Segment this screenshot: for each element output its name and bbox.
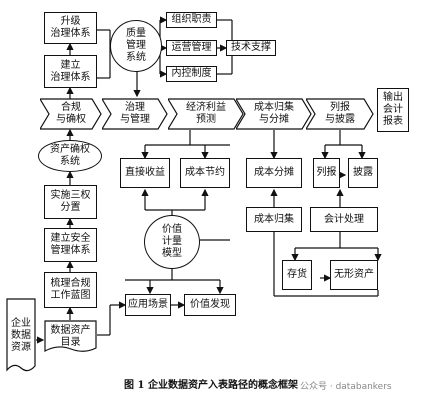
org-duty-box: 组织职责: [166, 12, 217, 28]
watermark: 公众号 · databankers: [300, 382, 392, 392]
ops-mgmt-box: 运营管理: [166, 40, 217, 56]
output-statement-box: 输出 会计 报表: [377, 88, 409, 132]
quality-mgmt-circle: 质量 管理 系统: [110, 20, 162, 72]
governance-chevron: 治理 与管理: [102, 98, 168, 130]
tech-support-box: 技术支撑: [226, 40, 276, 56]
enterprise-resource-doc: 企业 数据 资源: [6, 298, 36, 374]
compliance-label: 合规 与确权: [56, 102, 86, 125]
direct-income-box: 直接收益: [120, 158, 170, 188]
report-disclose-label: 列报 与披露: [325, 102, 355, 125]
econ-benefit-chevron: 经济利益 预测: [168, 98, 244, 130]
upgrade-governance-box: 升级 治理体系: [44, 12, 97, 44]
value-model-circle: 价值 计量 模型: [144, 215, 200, 269]
governance-label: 治理 与管理: [120, 102, 150, 125]
value-discover-box: 价值发现: [184, 294, 236, 316]
sort-compliance-box: 梳理合规 工作蓝图: [44, 272, 97, 308]
cost-allocation-box: 成本分摊: [246, 158, 302, 188]
cost-collection-box: 成本归集: [246, 207, 302, 232]
inventory-box: 存货: [282, 260, 312, 290]
cost-collect-label: 成本归集 与分摊: [254, 102, 294, 125]
report-disclose-chevron: 列报 与披露: [306, 98, 374, 130]
cost-collect-chevron: 成本归集 与分摊: [236, 98, 312, 130]
econ-benefit-label: 经济利益 预测: [186, 102, 226, 125]
accounting-box: 会计处理: [310, 207, 378, 232]
cost-saving-box: 成本节约: [180, 158, 230, 188]
asset-catalog-doc: 数据资产 目录: [44, 320, 97, 354]
compliance-chevron: 合规 与确权: [40, 98, 102, 130]
three-rights-box: 实施三权 分置: [44, 185, 97, 219]
app-scene-box: 应用场景: [125, 294, 171, 316]
enterprise-resource-label: 企业 数据 资源: [11, 318, 31, 353]
build-governance-box: 建立 治理体系: [44, 55, 97, 88]
disclosure-box: 披露: [348, 158, 378, 188]
asset-confirm-circle: 资产确权 系统: [38, 140, 102, 172]
security-system-box: 建立安全 管理体系: [44, 228, 97, 262]
intangible-box: 无形资产: [330, 260, 378, 290]
asset-catalog-label: 数据资产 目录: [50, 325, 91, 348]
figure-caption: 图 1 企业数据资产入表路径的概念框架: [124, 380, 298, 391]
internal-control-box: 内控制度: [166, 66, 217, 82]
listing-box: 列报: [313, 158, 340, 188]
